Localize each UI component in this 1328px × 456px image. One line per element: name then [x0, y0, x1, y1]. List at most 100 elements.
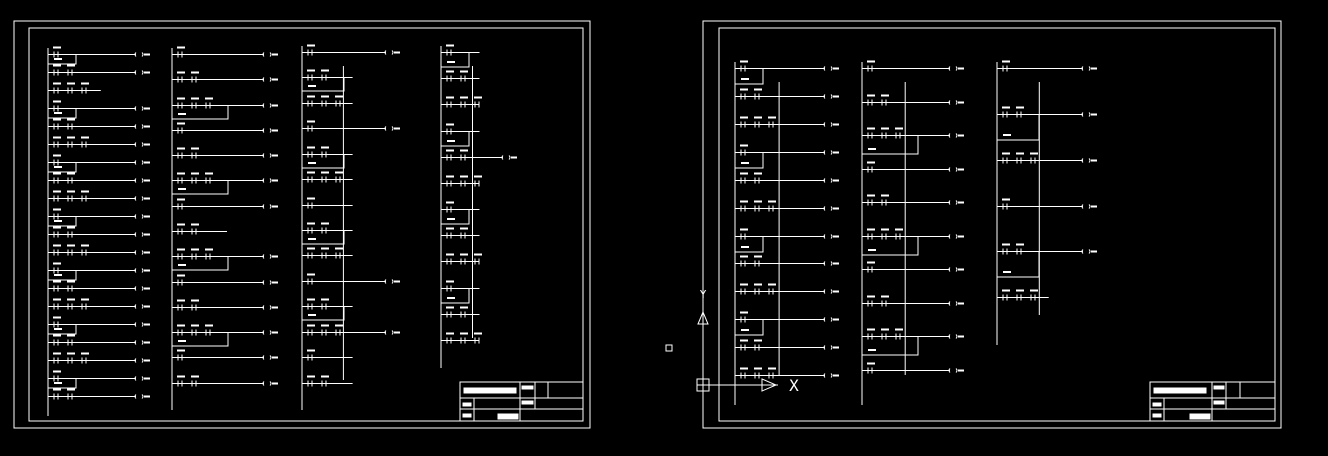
contact-tag	[881, 127, 889, 130]
drawing-sheet-1[interactable]	[13, 20, 591, 429]
ladder-rung	[441, 280, 480, 304]
contact-tag	[67, 118, 75, 121]
contact-tag	[335, 324, 343, 327]
contact-tag	[741, 329, 749, 331]
ladder-rung	[48, 388, 150, 400]
contact-tag	[81, 352, 89, 355]
contact-tag	[53, 64, 61, 67]
sheet-1-outer-border	[13, 20, 591, 429]
sheet-1-ladder-diagram	[47, 44, 517, 416]
coil-tag	[958, 335, 964, 338]
ladder-rung	[862, 161, 964, 173]
contact-tag	[447, 297, 455, 299]
ladder-rung	[441, 44, 480, 68]
contact-tag	[177, 198, 185, 201]
ladder-rung	[48, 370, 150, 389]
output-coil	[948, 66, 958, 71]
ladder-rung	[302, 95, 353, 107]
contact-tag	[67, 298, 75, 301]
ladder-rung	[735, 200, 839, 212]
contact-tag	[474, 253, 482, 256]
contact-tag	[81, 190, 89, 193]
ladder-rung	[735, 367, 839, 379]
contact-tag	[53, 262, 61, 265]
ladder-rung	[302, 120, 400, 132]
output-coil	[1081, 112, 1091, 117]
contact-tag	[1016, 243, 1024, 246]
ladder-rung	[302, 273, 400, 285]
parallel-branch	[48, 162, 77, 173]
output-coil	[948, 133, 958, 138]
contact-tag	[867, 194, 875, 197]
contact-tag	[754, 172, 762, 175]
output-coil	[262, 204, 272, 209]
contact-tag	[868, 349, 876, 351]
ladder-rung	[172, 299, 278, 311]
contact-tag	[447, 140, 455, 142]
contact-tag	[321, 247, 329, 250]
coil-tag	[144, 269, 150, 272]
contact-tag	[191, 97, 199, 100]
coil-tag	[958, 268, 964, 271]
contact-tag	[740, 311, 748, 314]
contact-tag	[67, 64, 75, 67]
ladder-rung	[48, 208, 150, 227]
contact-tag	[741, 162, 749, 164]
drawing-sheet-2[interactable]	[702, 20, 1282, 429]
output-coil	[948, 301, 958, 306]
coil-tag	[144, 107, 150, 110]
ladder-rung	[441, 123, 480, 147]
contact-tag	[53, 334, 61, 337]
contact-tag	[177, 349, 185, 352]
contact-tag	[53, 154, 61, 157]
ladder-rung	[735, 172, 839, 184]
ladder-rung	[735, 116, 839, 128]
contact-tag	[54, 112, 62, 114]
output-coil	[262, 77, 272, 82]
coil-tag	[144, 323, 150, 326]
ladder-rung	[302, 247, 353, 259]
output-coil	[501, 155, 511, 160]
contact-tag	[740, 255, 748, 258]
contact-tag	[53, 352, 61, 355]
ladder-rung	[172, 248, 278, 271]
output-coil	[134, 178, 144, 183]
output-coil	[823, 66, 833, 71]
contact-tag	[81, 136, 89, 139]
contact-tag	[881, 295, 889, 298]
coil-tag	[833, 290, 839, 293]
contact-tag	[867, 261, 875, 264]
ladder-rung	[735, 228, 839, 253]
contact-tag	[53, 208, 61, 211]
ladder-rung	[48, 154, 150, 173]
contact-tag	[740, 144, 748, 147]
contact-tag	[754, 116, 762, 119]
coil-tag	[833, 67, 839, 70]
ladder-rung	[172, 375, 278, 387]
contact-tag	[178, 188, 186, 190]
contact-tag	[867, 362, 875, 365]
output-coil	[823, 373, 833, 378]
ladder-rung	[48, 226, 150, 238]
coil-tag	[144, 251, 150, 254]
ladder-rung	[735, 339, 839, 351]
contact-tag	[474, 332, 482, 335]
contact-tag	[446, 123, 454, 126]
contact-tag	[177, 223, 185, 226]
contact-tag	[1002, 198, 1010, 201]
ladder-rung	[441, 253, 482, 265]
contact-tag	[53, 190, 61, 193]
ladder-rung	[302, 349, 353, 361]
pickbox-cursor[interactable]	[665, 344, 673, 352]
output-coil	[262, 330, 272, 335]
contact-tag	[867, 94, 875, 97]
contact-tag	[446, 227, 454, 230]
contact-tag	[446, 175, 454, 178]
parallel-branch	[172, 256, 229, 271]
output-coil	[823, 317, 833, 322]
coil-tag	[144, 197, 150, 200]
coil-tag	[394, 127, 400, 130]
contact-tag	[321, 222, 329, 225]
contact-tag	[307, 298, 315, 301]
